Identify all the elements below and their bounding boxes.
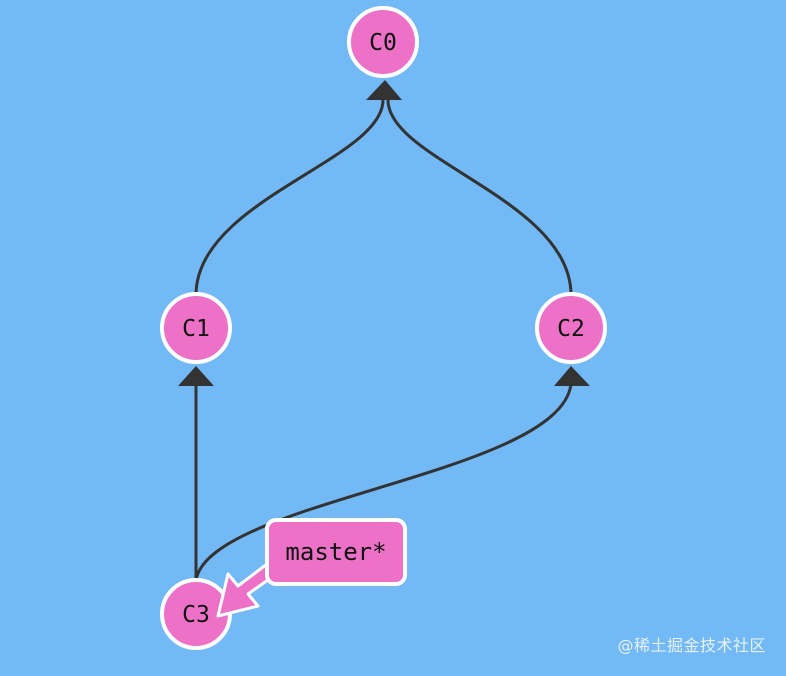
commit-c3-label: C3 xyxy=(182,602,210,628)
arrowhead-c0 xyxy=(366,80,402,100)
commit-c0[interactable]: C0 xyxy=(347,6,419,78)
commit-c0-label: C0 xyxy=(369,30,397,56)
branch-master-label: master* xyxy=(285,538,386,566)
edge-c3-c2 xyxy=(194,383,573,581)
edge-c1-c0 xyxy=(194,99,385,296)
commit-c2[interactable]: C2 xyxy=(535,292,607,364)
watermark: @稀土掘金技术社区 xyxy=(617,636,766,655)
commit-c3[interactable]: C3 xyxy=(160,578,232,650)
commit-c1-label: C1 xyxy=(182,316,210,342)
edge-c2-c0 xyxy=(386,99,573,296)
branch-master[interactable]: master* xyxy=(265,518,407,586)
arrowhead-c1 xyxy=(178,366,214,386)
commit-c2-label: C2 xyxy=(557,316,585,342)
arrowhead-c2 xyxy=(554,366,590,386)
commit-c1[interactable]: C1 xyxy=(160,292,232,364)
